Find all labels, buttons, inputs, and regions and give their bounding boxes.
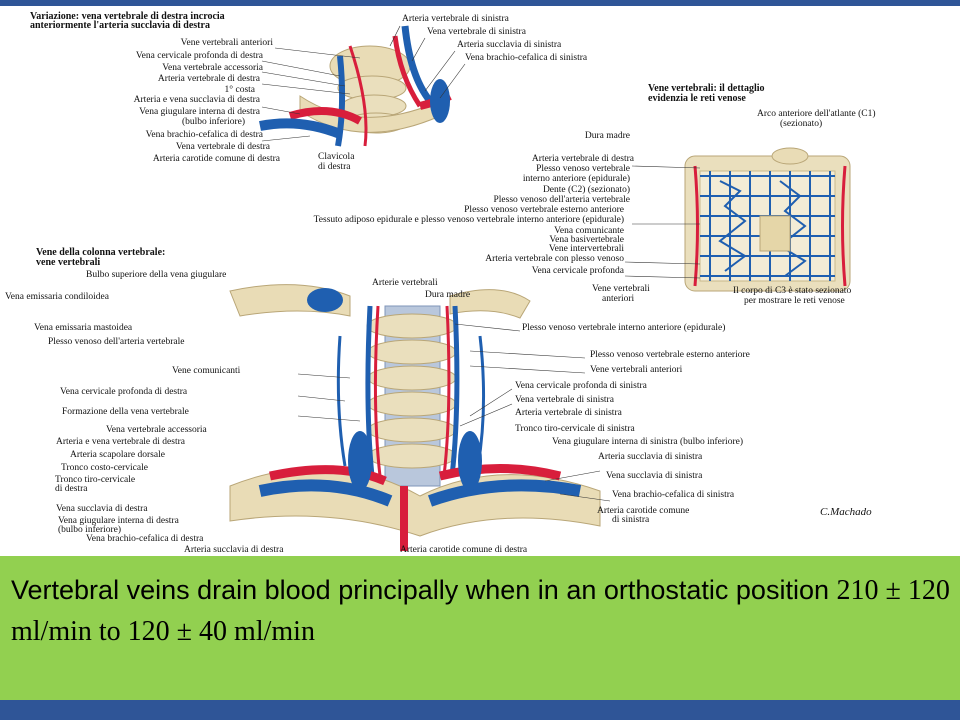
caption-sentence: Vertebral veins drain blood principally … <box>11 575 837 605</box>
label-vena-giugulare-interna-sinistra: Vena giugulare interna di sinistra (bulb… <box>552 437 743 447</box>
label-vene-intervertebrali: Vene intervertebrali <box>548 244 624 254</box>
panel3-title-line1: Vene della colonna vertebrale: <box>36 247 166 258</box>
panel3-vertebral-column <box>229 284 601 551</box>
panel2-title-line1: Vene vertebrali: il dettaglio <box>648 83 765 94</box>
label-vena-cervicale-profonda-destra: Vena cervicale profonda di destra <box>135 51 263 61</box>
label-vena-vertebrale-sinistra: Vena vertebrale di sinistra <box>427 27 526 37</box>
label-di-destra: di destra <box>55 484 88 494</box>
label-vena-emissaria-condiloidea: Vena emissaria condiloidea <box>5 292 109 302</box>
panel1-cervical-spine <box>259 25 452 147</box>
label-clavicola-2: di destra <box>318 162 351 172</box>
label-plesso-venoso-arteria-vertebrale: Plesso venoso dell'arteria vertebrale <box>493 195 630 205</box>
label-vena-brachio-cefalica-sinistra-3: Vena brachio-cefalica di sinistra <box>612 490 735 500</box>
leader-lines <box>261 25 701 502</box>
label-vena-vertebrale-accessoria-3: Vena vertebrale accessoria <box>106 425 207 435</box>
label-arteria-vertebrale-destra-2: Arteria vertebrale di destra <box>531 154 634 164</box>
label-vena-brachio-cefalica-destra-3: Vena brachio-cefalica di destra <box>86 534 204 544</box>
label-arterie-vertebrali: Arterie vertebrali <box>372 278 438 288</box>
label-arteria-succlavia-sinistra: Arteria succlavia di sinistra <box>457 40 562 50</box>
label-arteria-vertebrale-plesso: Arteria vertebrale con plesso venoso <box>485 254 624 264</box>
label-arteria-vertebrale-sinistra-3: Arteria vertebrale di sinistra <box>515 408 622 418</box>
anatomy-drawing <box>229 25 851 551</box>
label-bulbo-inferiore-1: (bulbo inferiore) <box>181 117 245 127</box>
label-vena-vertebrale-accessoria: Vena vertebrale accessoria <box>162 63 263 73</box>
label-plesso-venoso-vertebrale: Plesso venoso vertebrale <box>536 164 630 174</box>
label-bulbo-superiore-giugulare: Bulbo superiore della vena giugulare <box>86 270 227 280</box>
label-vena-vertebrale-destra: Vena vertebrale di destra <box>175 142 270 152</box>
label-arteria-vertebrale-sinistra: Arteria vertebrale di sinistra <box>402 14 509 24</box>
label-clavicola-1: Clavicola <box>318 152 355 162</box>
anatomy-illustration: Variazione: vena vertebrale di destra in… <box>0 6 960 556</box>
label-sezionato: (sezionato) <box>780 119 823 129</box>
label-vene-comunicanti: Vene comunicanti <box>172 366 241 376</box>
panel3-title-line2: vene vertebrali <box>36 257 101 268</box>
caption-flow-values: 210 ± 120 ml/min to 120 ± 40 ml/min <box>11 575 950 647</box>
label-vena-brachio-cefalica-destra: Vena brachio-cefalica di destra <box>145 130 263 140</box>
label-vena-emissaria-mastoidea: Vena emissaria mastoidea <box>34 323 133 333</box>
label-bulbo-inferiore-3: (bulbo inferiore) <box>58 525 122 535</box>
label-vena-comunicante: Vena comunicante <box>554 226 624 236</box>
label-dente-c2: Dente (C2) (sezionato) <box>542 185 630 195</box>
label-arteria-vertebrale-destra: Arteria vertebrale di destra <box>157 74 260 84</box>
label-tronco-tiro-cervicale-destra: Tronco tiro-cervicale <box>55 475 136 485</box>
label-vena-basivertebrale: Vena basivertebrale <box>549 235 624 245</box>
label-plesso-interno-anteriore-epidurale: Plesso venoso vertebrale interno anterio… <box>522 323 726 333</box>
panel2-venous-network <box>684 147 851 292</box>
label-tronco-tiro-cervicale-sinistra: Tronco tiro-cervicale di sinistra <box>515 424 635 434</box>
top-accent-bar <box>0 0 960 6</box>
label-arteria-succlavia-destra-3: Arteria succlavia di destra <box>184 545 284 555</box>
label-vena-cervicale-profonda: Vena cervicale profonda <box>531 266 624 276</box>
label-vena-succlavia-sinistra: Vena succlavia di sinistra <box>606 471 703 481</box>
panel1-title-line2: anteriormente l'arteria succlavia di des… <box>30 20 210 31</box>
label-tronco-costo-cervicale: Tronco costo-cervicale <box>61 463 148 473</box>
label-vene-vertebrali-anteriori-2a: Vene vertebrali <box>592 284 650 294</box>
label-interno-anteriore-epidurale: interno anteriore (epidurale) <box>522 174 630 184</box>
label-vena-cervicale-profonda-destra-3: Vena cervicale profonda di destra <box>60 387 188 397</box>
label-vena-vertebrale-sinistra-3: Vena vertebrale di sinistra <box>515 395 614 405</box>
illustrator-signature: C.Machado <box>820 506 872 518</box>
label-arteria-vena-succlavia-destra: Arteria e vena succlavia di destra <box>133 95 260 105</box>
label-arteria-carotide-comune-destra: Arteria carotide comune di destra <box>152 154 280 164</box>
label-arteria-vena-vertebrale-destra: Arteria e vena vertebrale di destra <box>56 437 185 447</box>
label-dura-madre-3: Dura madre <box>425 290 471 300</box>
label-arteria-carotide-comune-sinistra-2: di sinistra <box>612 515 650 525</box>
label-arteria-carotide-comune-sinistra-1: Arteria carotide comune <box>597 506 690 516</box>
label-corpo-c3-1: Il corpo di C3 è stato sezionato <box>733 286 852 296</box>
label-arteria-carotide-comune-destra-3: Arteria carotide comune di destra <box>400 545 528 555</box>
label-vena-giugulare-interna-destra-3: Vena giugulare interna di destra <box>58 516 179 526</box>
label-vene-vertebrali-anteriori: Vene vertebrali anteriori <box>180 38 273 48</box>
label-vena-cervicale-profonda-sinistra: Vena cervicale profonda di sinistra <box>515 381 647 391</box>
label-vena-succlavia-destra: Vena succlavia di destra <box>56 504 148 514</box>
label-plesso-venoso-arteria-vertebrale-3: Plesso venoso dell'arteria vertebrale <box>48 337 185 347</box>
label-dura-madre-1: Dura madre <box>584 131 630 141</box>
bottom-accent-bar <box>0 700 960 720</box>
label-corpo-c3-2: per mostrare le reti venose <box>744 296 845 306</box>
label-prima-costa: 1° costa <box>224 85 255 95</box>
label-plesso-esterno-anteriore: Plesso venoso vertebrale esterno anterio… <box>590 350 750 360</box>
label-vena-brachio-cefalica-sinistra: Vena brachio-cefalica di sinistra <box>465 53 588 63</box>
label-vena-giugulare-interna-destra: Vena giugulare interna di destra <box>139 107 260 117</box>
caption-box: Vertebral veins drain blood principally … <box>0 556 960 700</box>
label-arteria-succlavia-sinistra-3: Arteria succlavia di sinistra <box>598 452 703 462</box>
panel1-title-line1: Variazione: vena vertebrale di destra in… <box>30 11 225 22</box>
label-vene-vertebrali-anteriori-3: Vene vertebrali anteriori <box>590 365 683 375</box>
label-formazione-vena-vertebrale: Formazione della vena vertebrale <box>62 407 189 417</box>
label-tessuto-adiposo-epidurale: Tessuto adiposo epidurale e plesso venos… <box>313 215 624 225</box>
label-plesso-venoso-esterno-anteriore: Plesso venoso vertebrale esterno anterio… <box>464 205 624 215</box>
label-arteria-scapolare-dorsale: Arteria scapolare dorsale <box>70 450 165 460</box>
label-arco-anteriore-atlante: Arco anteriore dell'atlante (C1) <box>757 109 876 119</box>
label-vene-vertebrali-anteriori-2b: anteriori <box>602 294 635 304</box>
caption-text: Vertebral veins drain blood principally … <box>11 570 951 652</box>
panel2-title-line2: evidenzia le reti venose <box>648 93 746 104</box>
